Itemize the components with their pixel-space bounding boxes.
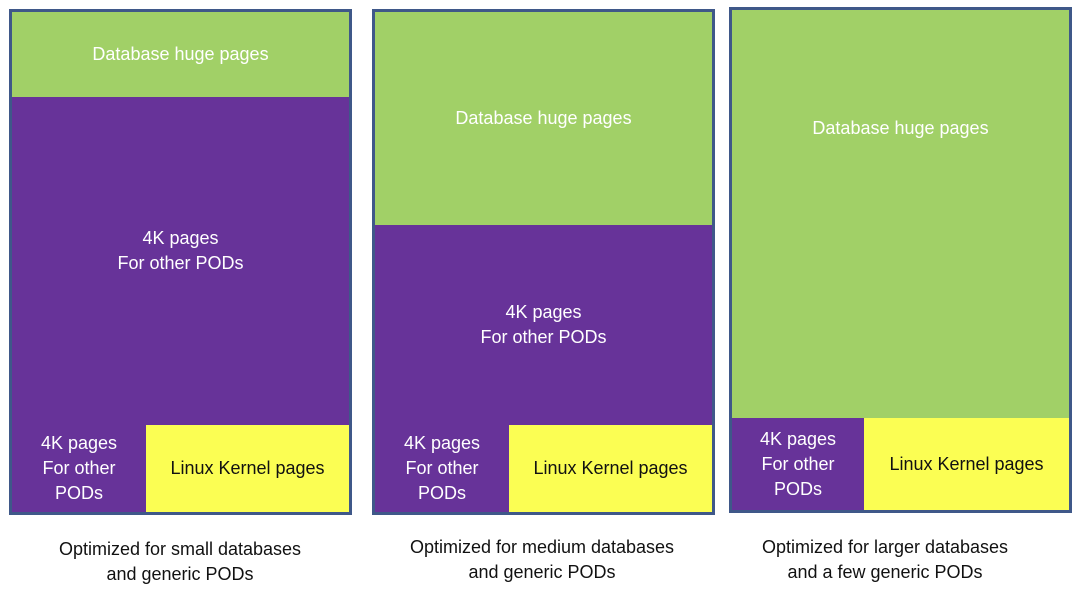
- pods-4k-pages-region: 4K pages For other PODs: [375, 225, 712, 425]
- linux-kernel-pages-label: Linux Kernel pages: [533, 458, 688, 478]
- pods-4k-pages-label: 4K pages For other PODs: [480, 302, 607, 347]
- database-huge-pages-label: Database huge pages: [812, 117, 989, 138]
- linux-kernel-pages-label: Linux Kernel pages: [889, 453, 1044, 474]
- panel-larger-databases: Database huge pages 4K pages For other P…: [729, 7, 1072, 513]
- linux-kernel-pages-label: Linux Kernel pages: [170, 458, 325, 478]
- database-huge-pages-region: Database huge pages: [12, 12, 349, 97]
- database-huge-pages-label: Database huge pages: [455, 108, 632, 128]
- caption-small-databases: Optimized for small databases and generi…: [58, 539, 302, 584]
- pods-4k-pages-label: 4K pages For other PODs: [117, 228, 244, 273]
- database-huge-pages-label: Database huge pages: [92, 44, 269, 64]
- linux-kernel-pages-region: Linux Kernel pages: [509, 425, 712, 512]
- pods-4k-pages-small-region: 4K pages For other PODs: [12, 425, 146, 512]
- pods-4k-pages-small-region: 4K pages For other PODs: [375, 425, 509, 512]
- linux-kernel-pages-region: Linux Kernel pages: [146, 425, 349, 512]
- pods-4k-pages-small-label: 4K pages For other PODs: [403, 433, 481, 503]
- pods-4k-pages-small-region: 4K pages For other PODs: [732, 418, 864, 510]
- database-huge-pages-region: Database huge pages: [375, 12, 712, 225]
- linux-kernel-pages-region: Linux Kernel pages: [864, 418, 1069, 510]
- caption-medium-databases: Optimized for medium databases and gener…: [409, 537, 675, 582]
- pods-4k-pages-small-label: 4K pages For other PODs: [759, 428, 837, 499]
- caption-larger-databases: Optimized for larger databases and a few…: [761, 537, 1009, 582]
- panel-small-databases: Database huge pages 4K pages For other P…: [9, 9, 352, 515]
- pods-4k-pages-region: 4K pages For other PODs: [12, 97, 349, 425]
- panel-medium-databases: Database huge pages 4K pages For other P…: [372, 9, 715, 515]
- pods-4k-pages-small-label: 4K pages For other PODs: [40, 433, 118, 503]
- database-huge-pages-region: Database huge pages: [732, 10, 1069, 418]
